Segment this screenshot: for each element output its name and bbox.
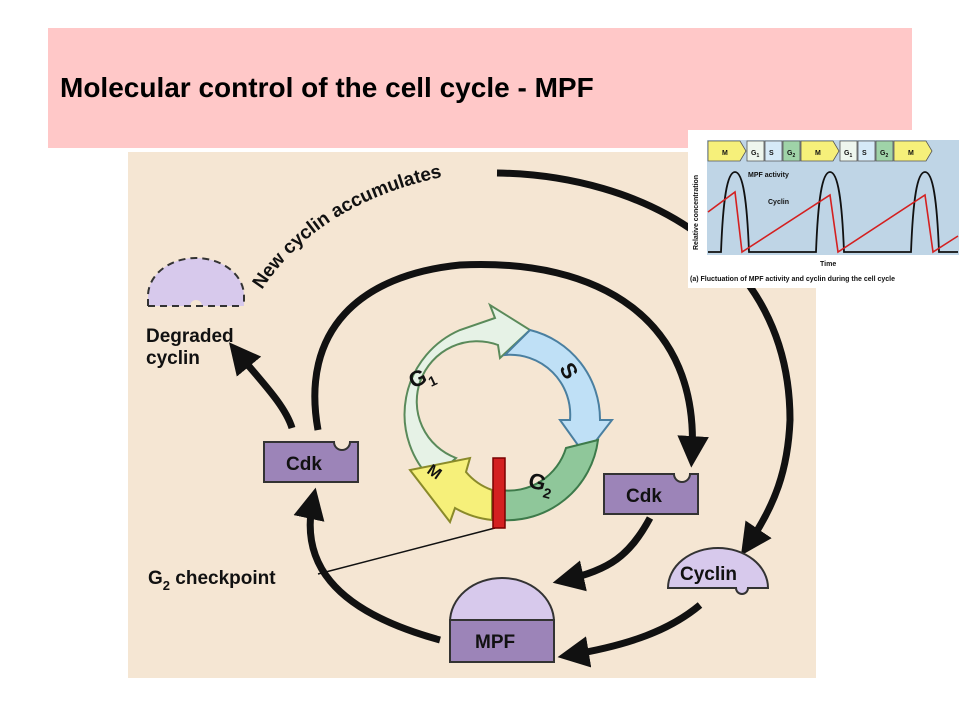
inset-phase-strip: M G1 S G2 M G1 S G2 M	[707, 140, 933, 162]
inset-caption: (a) Fluctuation of MPF activity and cycl…	[690, 276, 895, 283]
inset-phase-cell	[707, 140, 747, 162]
inset-mpf-curve	[708, 171, 958, 253]
inset-phase-cell	[800, 140, 840, 162]
g2-checkpoint-label: G2 checkpoint	[148, 568, 276, 593]
inset-phase-label: S	[862, 150, 867, 157]
inset-cyclin-label: Cyclin	[768, 199, 789, 206]
cyclin-to-mpf-arrow	[557, 602, 703, 668]
inset-phase-label: M	[908, 150, 914, 157]
degraded-cyclin-shape	[147, 257, 245, 307]
inset-cyclin-curve	[707, 190, 959, 254]
inset-phase-cell	[893, 140, 933, 162]
inset-mpf-label: MPF activity	[748, 172, 789, 179]
degrade-arrow	[229, 342, 296, 430]
inner-arc-arrow	[311, 260, 709, 468]
mpf-label: MPF	[475, 632, 515, 653]
inset-phase-label: M	[815, 150, 821, 157]
inset-graph: M G1 S G2 M G1 S G2 M Relative concentration MPF…	[688, 130, 960, 288]
inset-phase-label: S	[769, 150, 774, 157]
phase-m-segment	[408, 456, 493, 525]
phase-g2-label: G2	[525, 467, 557, 502]
phase-s-segment	[502, 328, 615, 457]
inset-phase-cell	[764, 140, 783, 162]
inset-y-axis-label: Relative concentration	[693, 175, 700, 250]
cdk-left-label: Cdk	[286, 454, 322, 475]
inset-phase-cell	[839, 140, 858, 162]
inset-phase-cell	[746, 140, 765, 162]
inset-phase-label: G2	[787, 150, 795, 159]
degraded-cyclin-label-line1: Degraded	[146, 326, 234, 347]
cyclin-shape	[666, 547, 770, 595]
title-banner	[48, 28, 912, 148]
inset-phase-label: M	[722, 150, 728, 157]
phase-g1-segment	[403, 302, 532, 482]
checkpoint-pointer-line	[317, 527, 496, 575]
degraded-cyclin-label-line2: cyclin	[146, 348, 200, 369]
cdk-right-label: Cdk	[626, 486, 662, 507]
inset-phase-cell	[875, 140, 894, 162]
inset-phase-cell	[857, 140, 876, 162]
inset-phase-cell	[782, 140, 801, 162]
cdk-to-mpf-arrow	[552, 516, 654, 592]
cyclin-label: Cyclin	[680, 564, 737, 585]
mpf-complex-shape	[449, 577, 555, 663]
inset-phase-label: G1	[844, 150, 852, 159]
cdk-right-shape	[603, 473, 699, 515]
inset-phase-label: G2	[880, 150, 888, 159]
page-title: Molecular control of the cell cycle - MP…	[60, 72, 594, 103]
mpf-to-cdk-arrow	[293, 487, 441, 644]
cell-cycle-ring	[403, 302, 615, 529]
inset-curves	[707, 171, 959, 254]
inset-x-axis-label: Time	[820, 261, 836, 268]
outer-arc-arrow	[496, 169, 794, 556]
cdk-left-shape	[263, 441, 359, 483]
inset-phase-label: G1	[751, 150, 759, 159]
g2-checkpoint-bar	[492, 457, 506, 529]
